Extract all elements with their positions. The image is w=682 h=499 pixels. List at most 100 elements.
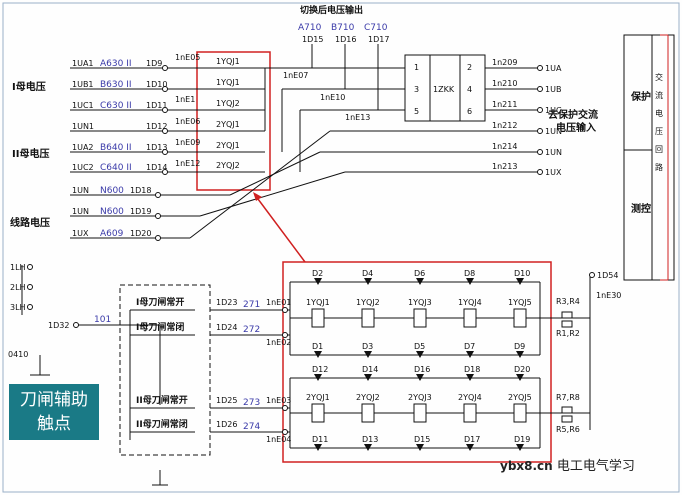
- breaker-circle: [27, 284, 33, 290]
- diode-r1: [314, 278, 322, 285]
- relay-bottom: [513, 403, 527, 423]
- breaker-label: 3LH: [10, 303, 26, 312]
- right-output: 1UN: [545, 148, 562, 157]
- bus1-code: C630 II: [100, 101, 132, 111]
- line-phase: 1UN: [72, 207, 89, 216]
- diode-r3-label: D14: [362, 365, 378, 374]
- right-term: 1n214: [492, 142, 517, 151]
- wire-101: 101: [94, 315, 111, 325]
- contact-label: 1YQJ2: [216, 99, 240, 108]
- bus2-term: 1D13: [146, 143, 167, 152]
- diode-r2-label: D7: [464, 342, 475, 351]
- contact-node: 1nE05: [175, 53, 200, 62]
- bus1-term: 1D12: [146, 122, 167, 131]
- aux-node: 1nE03: [266, 396, 291, 405]
- diode-r4-label: D15: [414, 435, 430, 444]
- aux-contact-name: II母刀闸常开: [136, 394, 188, 406]
- bus2-label: II母电压: [12, 147, 49, 160]
- diode-r1-label: D2: [312, 269, 323, 278]
- diode-r1: [466, 278, 474, 285]
- diode-r1: [516, 278, 524, 285]
- terminal: [155, 235, 161, 241]
- diode-r4: [416, 444, 424, 451]
- output-term: 1D15: [302, 35, 323, 44]
- right-output: 1UB: [545, 85, 561, 94]
- diode-r2-label: D5: [414, 342, 425, 351]
- watermark-site: ybx8.cn: [500, 459, 553, 473]
- diode-r2-label: D3: [362, 342, 373, 351]
- contact-node: 1nE10: [320, 93, 345, 102]
- zkk-pin: 4: [467, 85, 472, 94]
- terminal: [162, 86, 168, 92]
- bus1-phase: 1UC1: [72, 101, 94, 110]
- relay-top-label: 1YQJ1: [306, 298, 330, 307]
- contact-label: 2YQJ1: [216, 120, 240, 129]
- output-code: A710: [298, 23, 322, 33]
- contact-node: 1nE1: [175, 95, 195, 104]
- right-node: 1nE30: [596, 291, 621, 300]
- line-term: 1D18: [130, 186, 151, 195]
- breaker-label: 2LH: [10, 283, 26, 292]
- protection-label-line2: 电压输入: [556, 121, 596, 134]
- terminal: [282, 307, 288, 313]
- line-term: 1D19: [130, 207, 151, 216]
- relay-top: [311, 308, 325, 328]
- bus2-phase: 1UC2: [72, 163, 94, 172]
- right-term: 1n212: [492, 121, 517, 130]
- breaker-label: 1LH: [10, 263, 26, 272]
- contact-node: 1nE06: [175, 117, 200, 126]
- contact-label: 1YQJ1: [216, 78, 240, 87]
- contact-node: 1nE07: [283, 71, 308, 80]
- bus1-phase: 1UN1: [72, 122, 94, 131]
- contact-label: 1YQJ1: [216, 57, 240, 66]
- diode-r4-label: D19: [514, 435, 530, 444]
- diode-r4: [364, 444, 372, 451]
- page-frame: [2, 2, 680, 493]
- diode-r1-label: D4: [362, 269, 373, 278]
- terminal: [282, 405, 288, 411]
- relay-bottom-label: 2YQJ4: [458, 393, 482, 402]
- side-box-vertical-char: 交: [655, 72, 663, 82]
- terminal: [282, 332, 288, 338]
- aux-wire: 274: [243, 422, 260, 432]
- side-box-bottom: 测控: [631, 202, 651, 215]
- relay-bottom: [463, 403, 477, 423]
- right-output: 1UC: [545, 106, 562, 115]
- diode-r2: [516, 351, 524, 358]
- diode-r4-label: D13: [362, 435, 378, 444]
- relay-top-label: 1YQJ2: [356, 298, 380, 307]
- bus2-term: 1D14: [146, 163, 167, 172]
- diode-r3-label: D20: [514, 365, 530, 374]
- bus1-code: B630 II: [100, 80, 132, 90]
- watermark-text: 电工电气学习: [556, 459, 635, 474]
- relay-top: [513, 308, 527, 328]
- contact-node: 1nE09: [175, 138, 200, 147]
- terminal: [537, 86, 543, 92]
- terminal: [537, 65, 543, 71]
- callout-line1: 刀闸辅助: [20, 390, 88, 410]
- diode-r1-label: D10: [514, 269, 530, 278]
- contact-label: 2YQJ2: [216, 161, 240, 170]
- output-term: 1D17: [368, 35, 389, 44]
- terminal: [537, 149, 543, 155]
- aux-term: 1D26: [216, 420, 237, 429]
- zkk-pin: 3: [414, 85, 419, 94]
- diode-r3: [314, 374, 322, 381]
- output-code: B710: [331, 23, 355, 33]
- aux-contact-name: II母刀闸常闭: [136, 418, 188, 430]
- diode-r4: [516, 444, 524, 451]
- right-node: 1D54: [597, 271, 618, 280]
- relay-top: [463, 308, 477, 328]
- bus1-code: A630 II: [100, 59, 132, 69]
- right-term: 1n210: [492, 79, 517, 88]
- line-code: A609: [100, 229, 124, 239]
- diode-r3: [416, 374, 424, 381]
- terminal: [537, 128, 543, 134]
- bus1-term: 1D11: [146, 101, 167, 110]
- contact-label: 2YQJ1: [216, 141, 240, 150]
- aux-contact-name: I母刀闸常开: [136, 296, 184, 308]
- diode-r3-label: D18: [464, 365, 480, 374]
- bus2-code: B640 II: [100, 143, 132, 153]
- aux-term: 1D23: [216, 298, 237, 307]
- relay-top-label: 1YQJ4: [458, 298, 482, 307]
